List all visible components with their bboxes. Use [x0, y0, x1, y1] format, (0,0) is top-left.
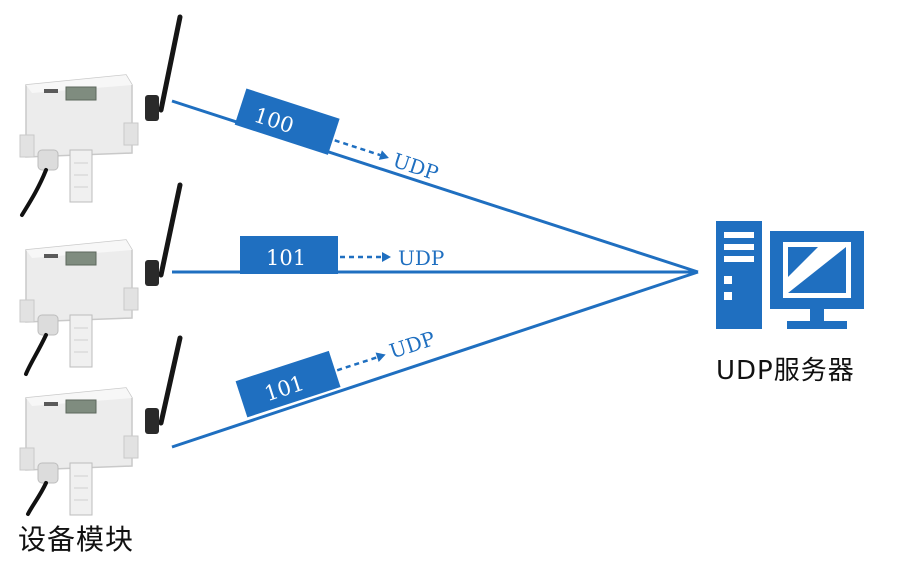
udp-label: UDP	[398, 246, 444, 270]
packet-label: 101	[266, 246, 306, 270]
wireless-sensor-device-icon	[19, 182, 183, 376]
packet-box	[235, 350, 341, 418]
wireless-sensor-device-icon	[19, 335, 183, 516]
packet-group-2: 101 UDP	[240, 236, 444, 274]
device-2	[19, 182, 183, 376]
packet-group-3: 101 UDP	[235, 326, 438, 418]
link-line-3	[171, 270, 699, 449]
arrow-head	[382, 252, 391, 262]
packet-box	[240, 236, 338, 274]
device-1	[19, 14, 183, 217]
server-label: UDP服务器	[716, 356, 855, 386]
arrow-head	[378, 150, 389, 160]
udp-label: UDP	[386, 326, 438, 363]
udp-arrow	[336, 356, 378, 372]
device-group-label: 设备模块	[18, 523, 135, 556]
device-3	[19, 335, 183, 516]
udp-arrow	[334, 139, 381, 157]
packet-box	[234, 88, 340, 155]
packet-group-1: 100 UDP	[234, 88, 441, 185]
server-computer-icon	[716, 221, 864, 329]
wireless-sensor-device-icon	[19, 14, 183, 217]
arrow-head	[375, 352, 386, 363]
